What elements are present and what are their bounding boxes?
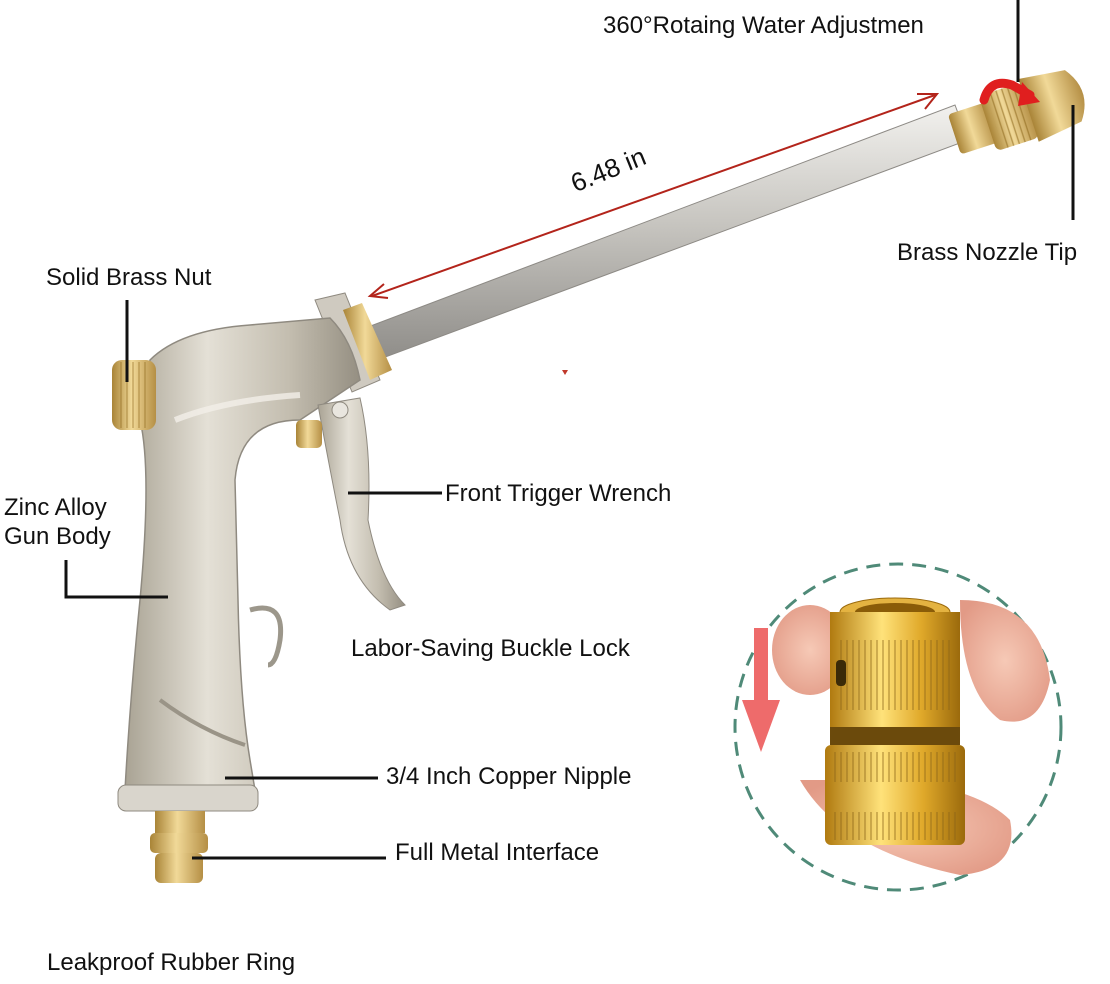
connector-inset	[733, 562, 1063, 892]
solid-brass-nut	[112, 360, 156, 430]
gun-body	[117, 317, 361, 812]
label-solid-brass-nut: Solid Brass Nut	[46, 264, 212, 291]
label-front-trigger-wrench: Front Trigger Wrench	[445, 480, 672, 507]
dimension-arrow	[367, 93, 940, 299]
leader-lines	[64, 0, 1075, 860]
label-copper-nipple: 3/4 Inch Copper Nipple	[386, 763, 632, 790]
label-full-metal-interface: Full Metal Interface	[395, 839, 600, 866]
spray-rod	[359, 104, 969, 363]
down-arrow-icon	[742, 628, 780, 752]
label-zinc-alloy: Zinc Alloy	[4, 494, 107, 521]
label-buckle-lock: Labor-Saving Buckle Lock	[351, 635, 630, 662]
label-gun-body: Gun Body	[4, 523, 111, 550]
label-leakproof-rubber-ring: Leakproof Rubber Ring	[47, 949, 296, 976]
trigger	[296, 397, 406, 611]
buckle-lock-clip	[249, 605, 284, 668]
rotation-arrow-icon	[979, 78, 1035, 105]
small-marker-icon	[562, 370, 568, 375]
label-brass-nozzle-tip: Brass Nozzle Tip	[897, 239, 1078, 266]
brass-interface	[150, 811, 208, 883]
label-rotating-water-adjustment: 360°Rotaing Water Adjustmen	[603, 12, 924, 39]
